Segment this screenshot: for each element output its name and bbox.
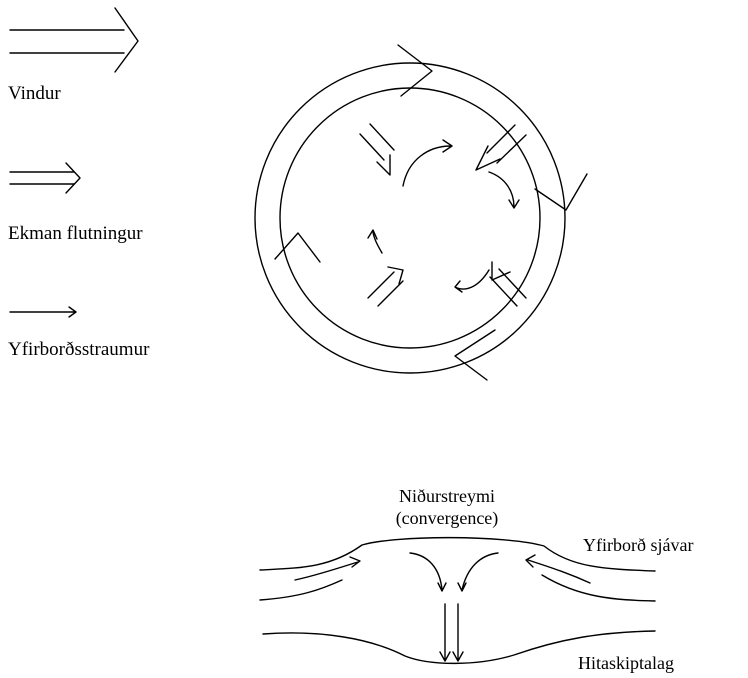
downwelling-arrow <box>440 604 463 661</box>
legend-surface-current-arrow <box>10 307 76 317</box>
downward-curve-arrow-left <box>410 553 446 591</box>
downward-curve-arrow-right <box>458 553 498 591</box>
sea-surface-label: Yfirborð sjávar <box>583 536 693 554</box>
legend-surface-current-label: Yfirborðsstraumur <box>8 340 149 359</box>
convergence-subtitle: (convergence) <box>372 508 522 530</box>
ekman-arrow-top-left <box>360 124 394 175</box>
circular-wind-ring <box>255 45 587 380</box>
ekman-arrow-bottom-left <box>368 267 403 306</box>
surface-current-arrow-2 <box>489 172 519 208</box>
downwelling-title: Niðurstreymi <box>372 486 522 508</box>
converging-arrow-left <box>295 557 360 580</box>
ekman-arrow-bottom-right <box>490 262 526 306</box>
legend-ekman-arrow <box>10 163 80 193</box>
surface-current-arrow-4 <box>368 230 382 253</box>
surface-current-arrow-1 <box>403 140 452 186</box>
legend-wind-arrow <box>10 8 138 72</box>
legend-ekman-label: Ekman flutningur <box>8 224 143 243</box>
downwelling-label: Niðurstreymi (convergence) <box>372 486 522 529</box>
converging-arrow-right <box>526 555 590 583</box>
surface-current-arrow-3 <box>455 270 489 292</box>
legend-wind-label: Vindur <box>8 84 61 103</box>
thermocline-label: Hitaskiptalag <box>578 654 674 672</box>
